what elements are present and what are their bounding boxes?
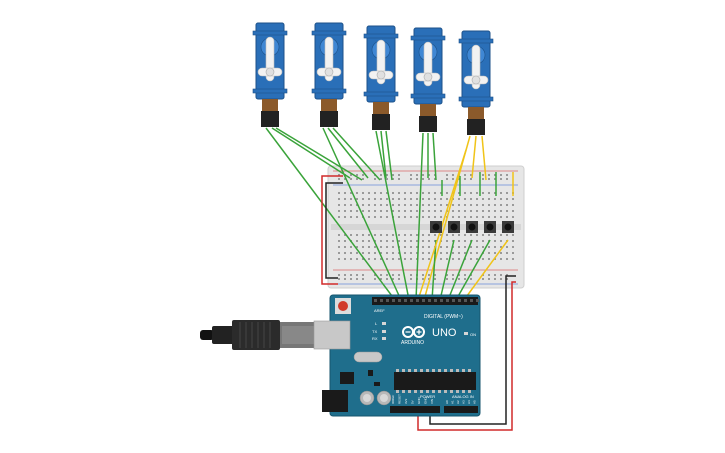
led-label-rx: RX	[372, 336, 378, 341]
pushbutton[interactable]	[466, 221, 478, 233]
power-pin-label: 5V	[411, 400, 415, 404]
wire-servo5-gnd	[481, 135, 487, 181]
analog-header[interactable]	[444, 406, 478, 413]
servo-motor[interactable]	[363, 25, 399, 130]
atmega-chip	[394, 372, 476, 390]
analog-pin-label: A4	[467, 400, 471, 404]
aref-label: AREF	[374, 308, 385, 313]
wire-btn3-arduino	[447, 239, 473, 301]
wire-btn1-arduino	[431, 239, 437, 301]
servo-motors	[252, 22, 494, 135]
power-pin-label: GND	[417, 397, 421, 405]
analog-pin-label: A1	[451, 400, 455, 404]
servo-motor[interactable]	[252, 22, 288, 127]
pushbutton[interactable]	[484, 221, 496, 233]
wire-servo4-gnd	[432, 132, 437, 181]
servo-motor[interactable]	[311, 22, 347, 127]
arduino-uno-board[interactable]: ARDUINO UNO DIGITAL (PWM~) AREF ON L TX …	[313, 294, 481, 417]
power-pin-label: IOREF	[391, 395, 395, 404]
power-header[interactable]	[390, 406, 440, 413]
wire-servo1-power	[271, 127, 351, 179]
power-pin-label: 3V3	[404, 398, 408, 404]
pushbuttons	[430, 221, 514, 233]
wire-servo3-power	[380, 130, 387, 179]
wire-btn5-arduino	[463, 239, 509, 301]
wire-red-5v	[417, 281, 516, 431]
led-label-l: L	[375, 321, 378, 326]
board-model-label: UNO	[432, 327, 457, 339]
wire-black-rail-loop	[325, 182, 343, 279]
wire-servo2-gnd	[332, 127, 381, 181]
crystal	[353, 351, 383, 363]
power-pin-label: RESET	[398, 394, 402, 404]
wire-servo3-signal	[375, 130, 410, 301]
arduino-logo	[402, 326, 425, 338]
analog-label: ANALOG IN	[452, 394, 474, 399]
breadboard[interactable]	[327, 165, 525, 289]
servo-motor[interactable]	[458, 30, 494, 135]
power-label: POWER	[420, 394, 435, 399]
analog-pin-label: A3	[462, 400, 466, 404]
analog-pin-label: A5	[473, 400, 477, 404]
wire-black-gnd	[429, 275, 516, 425]
pushbutton[interactable]	[448, 221, 460, 233]
breadboard-holes	[338, 174, 514, 280]
pushbutton[interactable]	[430, 221, 442, 233]
digital-pins	[374, 299, 479, 302]
wire-btn2-arduino	[439, 239, 455, 301]
wires	[265, 127, 516, 431]
power-pin-label: VIN	[430, 399, 434, 404]
on-led	[464, 332, 468, 335]
wire-servo1-signal	[265, 127, 396, 301]
status-leds: L TX RX	[372, 321, 386, 341]
reset-button[interactable]	[338, 301, 348, 311]
wire-btn4-arduino	[455, 239, 491, 301]
wire-servo4-signal	[415, 132, 424, 301]
wire-servo2-signal	[322, 127, 402, 301]
voltage-regulator	[340, 372, 354, 384]
servo-motor[interactable]	[410, 27, 446, 132]
usb-cable[interactable]	[200, 320, 316, 350]
analog-pin-label: A0	[445, 400, 449, 404]
chip-pins	[396, 369, 471, 393]
analog-pin-label: A2	[456, 400, 460, 404]
pushbutton[interactable]	[502, 221, 514, 233]
board-brand-label: ARDUINO	[401, 340, 424, 346]
led-label-tx: TX	[372, 329, 377, 334]
power-pin-label: GND	[424, 397, 428, 405]
on-led-label: ON	[470, 332, 476, 337]
wire-servo3-gnd	[385, 130, 393, 181]
digital-label: DIGITAL (PWM~)	[424, 314, 463, 320]
wire-servo1-gnd	[275, 127, 363, 181]
wire-red-rail-loop	[321, 175, 343, 285]
wire-servo2-power	[327, 127, 369, 179]
wire-servo5-power	[471, 135, 477, 179]
